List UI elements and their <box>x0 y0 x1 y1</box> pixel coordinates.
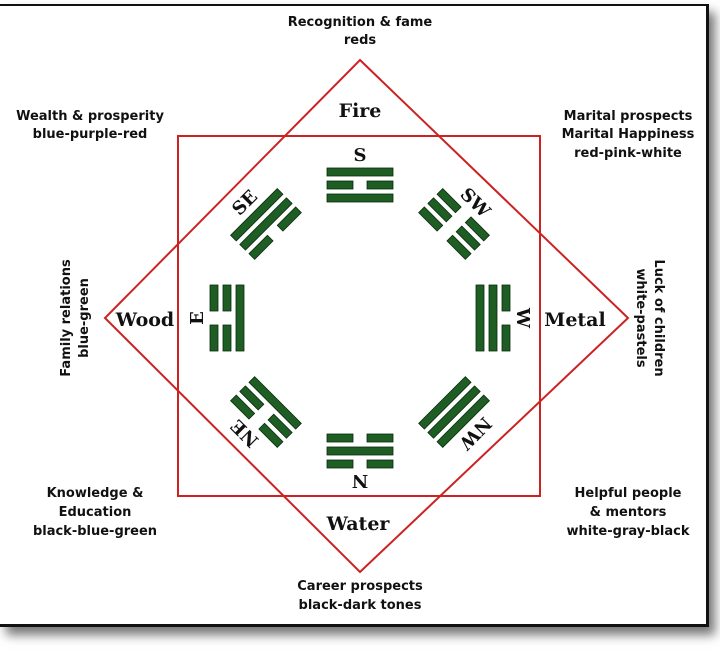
broken-line <box>366 433 394 443</box>
top-right-caption-1: Marital prospects <box>564 109 693 124</box>
direction-label: S <box>354 145 367 166</box>
broken-line <box>326 459 354 469</box>
solid-line <box>239 197 293 251</box>
broken-line <box>366 180 394 190</box>
broken-line <box>446 234 472 260</box>
broken-line <box>267 413 293 439</box>
solid-line <box>248 376 302 430</box>
solid-line <box>475 284 485 352</box>
top-right-caption-2: Marital Happiness <box>562 127 695 142</box>
trigram-n: N <box>326 433 394 491</box>
bottom-left-caption-3: black-blue-green <box>33 524 157 539</box>
square-outline <box>177 135 541 497</box>
trigram-e: E <box>187 284 245 352</box>
solid-line <box>436 394 490 448</box>
trigram-se: SE <box>228 186 302 260</box>
top-caption-2: reds <box>344 33 377 48</box>
broken-line <box>276 206 302 232</box>
trigram-ne: NE <box>227 376 302 451</box>
element-fire: Fire <box>339 100 382 122</box>
broken-line <box>366 459 394 469</box>
trigram-w: W <box>475 284 533 352</box>
broken-line <box>455 225 481 251</box>
bottom-right-caption-3: white-gray-black <box>567 524 690 539</box>
trigram-s: S <box>326 145 394 203</box>
broken-line <box>436 188 462 214</box>
bottom-right-caption-2: & mentors <box>590 505 667 520</box>
diagram-frame <box>0 4 709 627</box>
direction-label: E <box>187 311 208 325</box>
element-water: Water <box>326 513 391 535</box>
bottom-caption-2: black-dark tones <box>299 598 422 613</box>
direction-label: W <box>512 307 533 329</box>
top-caption-1: Recognition & fame <box>288 15 433 30</box>
trigram-ring: S SW W NW N NE E SE <box>187 145 533 491</box>
solid-line <box>235 284 245 352</box>
trigram-sw: SW <box>418 184 495 260</box>
top-left-caption-1: Wealth & prosperity <box>16 109 164 124</box>
bottom-caption-1: Career prospects <box>297 579 423 594</box>
left-caption-2: blue-green <box>77 278 92 358</box>
element-wood: Wood <box>115 309 174 331</box>
broken-line <box>248 234 274 260</box>
bottom-left-caption-2: Education <box>59 505 132 520</box>
solid-line <box>326 167 394 177</box>
broken-line <box>427 197 453 223</box>
broken-line <box>464 216 490 242</box>
solid-line <box>427 385 481 439</box>
broken-line <box>418 206 444 232</box>
bottom-left-caption-1: Knowledge & <box>47 486 144 501</box>
right-caption-1: Luck of children <box>651 259 666 376</box>
element-metal: Metal <box>544 309 605 331</box>
broken-line <box>501 284 511 312</box>
broken-line <box>258 422 284 448</box>
broken-line <box>222 324 232 352</box>
diamond-outline <box>103 58 630 574</box>
solid-line <box>326 446 394 456</box>
broken-line <box>326 433 354 443</box>
broken-line <box>209 284 219 312</box>
bottom-right-caption-1: Helpful people <box>575 486 682 501</box>
left-caption-1: Family relations <box>59 259 74 377</box>
broken-line <box>222 284 232 312</box>
solid-line <box>326 193 394 203</box>
broken-line <box>230 394 256 420</box>
direction-label: N <box>352 470 368 491</box>
trigram-nw: NW <box>418 376 495 454</box>
solid-line <box>418 376 472 430</box>
right-caption-2: white-pastels <box>633 268 648 367</box>
top-right-caption-3: red-pink-white <box>574 146 682 161</box>
broken-line <box>239 385 265 411</box>
broken-line <box>209 324 219 352</box>
solid-line <box>488 284 498 352</box>
solid-line <box>230 188 284 242</box>
top-left-caption-2: blue-purple-red <box>33 127 148 142</box>
broken-line <box>326 180 354 190</box>
direction-label: SW <box>456 184 495 223</box>
broken-line <box>501 324 511 352</box>
